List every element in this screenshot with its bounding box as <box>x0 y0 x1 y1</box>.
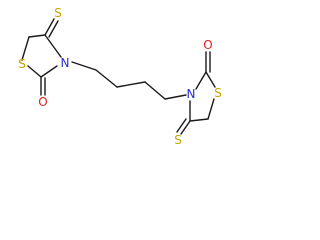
atom-s-ring-right: S <box>214 86 222 100</box>
structure-svg: S S N O O S N S <box>18 6 222 147</box>
bond-thioxo-left-b <box>48 20 59 38</box>
bond-n-c2-right <box>195 71 207 90</box>
bond-thioxo-left-a <box>44 18 55 36</box>
atom-s-thioxo-left: S <box>54 6 62 20</box>
atom-labels: S S N O O S N S <box>18 6 222 147</box>
butyl-linker <box>71 61 187 100</box>
atom-s-ring-left: S <box>18 57 26 71</box>
left-ring <box>21 18 62 96</box>
bond-ch2-3-ch2-4 <box>144 81 166 100</box>
bond-thioxo-right-a <box>180 120 191 135</box>
bond-c5-s-left <box>21 36 30 61</box>
bond-c5-c4-right <box>189 118 209 122</box>
bond-ch2-2-ch2-3 <box>116 81 146 88</box>
bond-c2-n-left <box>40 65 58 78</box>
atom-s-thioxo-right: S <box>174 133 182 147</box>
molecule-diagram: S S N O O S N S <box>0 0 237 151</box>
bond-n-ch2-1 <box>71 61 97 71</box>
bond-c4-c5-left <box>28 34 46 38</box>
atom-o-right: O <box>203 38 212 52</box>
right-ring <box>176 51 216 135</box>
bond-s-c5-right <box>207 98 215 120</box>
atom-n-left: N <box>61 56 70 70</box>
bond-c4-n-left <box>44 34 62 58</box>
bond-c2-s-right <box>205 71 216 88</box>
bond-ch2-4-n <box>164 94 187 100</box>
bond-ch2-1-ch2-2 <box>95 69 118 88</box>
bond-s-c2-left <box>27 65 42 78</box>
atom-o-left: O <box>38 95 47 109</box>
bond-thioxo-right-b <box>176 118 187 133</box>
atom-n-right: N <box>187 87 196 101</box>
